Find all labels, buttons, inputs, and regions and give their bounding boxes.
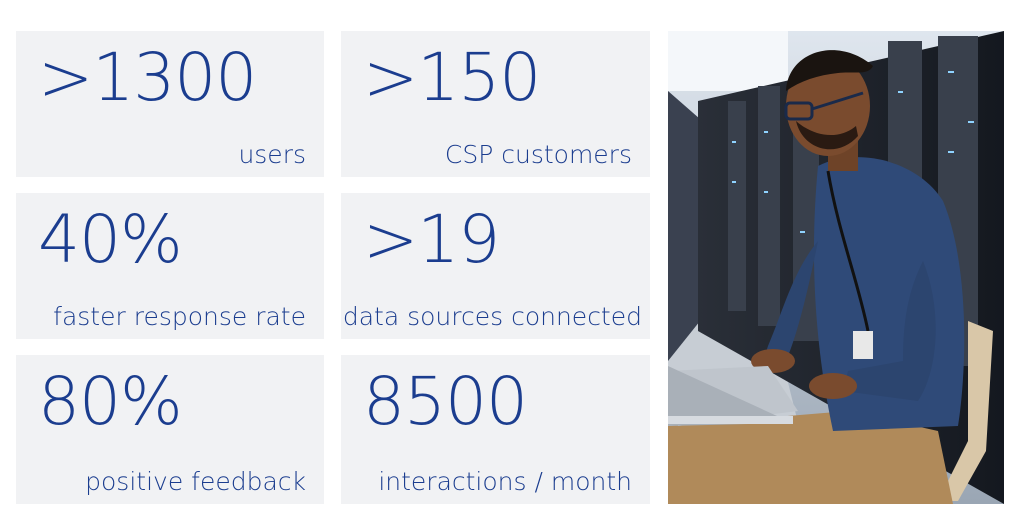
stat-label: faster response rate [53,302,306,331]
stat-label: positive feedback [85,467,306,496]
stat-value: 8500 [363,363,528,440]
stat-value: >1300 [38,39,257,116]
stat-label: CSP customers [444,140,632,169]
stat-value: >19 [363,201,500,278]
stat-card-positive-feedback: 80% positive feedback [16,355,324,504]
stat-card-response-rate: 40% faster response rate [16,193,324,339]
stat-value: 40% [38,201,183,278]
stat-label: users [238,140,306,169]
engineer-photo [668,31,1004,504]
stat-value: 80% [38,363,183,440]
stat-value: >150 [363,39,541,116]
stat-card-data-sources: >19 data sources connected [341,193,650,339]
stat-label: data sources connected [342,302,642,331]
stat-label: interactions / month [378,467,632,496]
stat-card-csp-customers: >150 CSP customers [341,31,650,177]
stat-card-users: >1300 users [16,31,324,177]
stat-card-interactions: 8500 interactions / month [341,355,650,504]
